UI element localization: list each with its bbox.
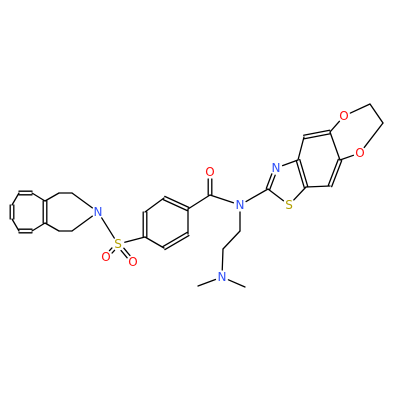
bond-a4-a5-b [331, 159, 343, 188]
bond-n_isoquinoline-s_sulfonyl [101, 217, 115, 239]
atom-label-o-sulfonyl-left: O [101, 250, 110, 264]
bond-a5-a6 [305, 185, 331, 188]
bond-b1-b2 [11, 192, 20, 206]
bond-s_sulfonyl-o_sulfonyl_left-b [111, 249, 116, 254]
bond-s_sulfonyl-o_sulfonyl_left-a [108, 247, 113, 252]
bond-a3-a4 [329, 131, 341, 161]
bond-d2-o_diox_bot [363, 122, 384, 149]
bond-p4-c_amide [187, 194, 211, 210]
bond-a4-a5-a [327, 158, 339, 187]
bond-b5-b6 [31, 222, 46, 232]
bond-e2-n_dimethyl [221, 248, 224, 271]
bond-n_amide-t2 [245, 188, 269, 203]
atom-label-o-sulfonyl-bot: O [128, 255, 137, 269]
bond-b4-c1 [44, 192, 60, 202]
atom-label-o-diox-top: O [339, 109, 348, 123]
bond-p5-p6-a [162, 231, 188, 248]
bond-p6-p1 [144, 236, 165, 249]
bond-p3-p4-a [162, 198, 188, 212]
bond-c4-b5 [44, 222, 60, 232]
bond-n_dimethyl-m2 [227, 279, 246, 288]
bond-p3-p4-b [164, 195, 190, 209]
bond-b3-b4 [31, 192, 46, 202]
bond-d1-d2 [369, 103, 384, 124]
atom-label-o-diox-bot: O [355, 146, 364, 160]
bond-s_thiazole-a6 [293, 186, 307, 201]
bond-o_diox_top-d1 [349, 103, 371, 114]
bond-s_sulfonyl-o_sulfonyl_bot-a [120, 249, 128, 259]
atom-label-o-carbonyl: O [205, 165, 214, 179]
bond-c_amide-n_amide [209, 194, 235, 204]
bond-a6-a1-a [299, 158, 309, 188]
bond-b7-b8 [11, 218, 20, 232]
bond-a2-a3-a [303, 133, 331, 140]
bond-p5-p6-b [164, 234, 190, 251]
atom-label-n-thiazole: N [272, 161, 281, 175]
bond-n_isoquinoline-c3 [71, 215, 93, 232]
atom-label-n-amide: N [236, 198, 245, 212]
bond-a4-o_diox_bot [339, 154, 355, 161]
bond-layer [9, 103, 384, 288]
bond-t2-n_thiazole-b [265, 173, 273, 190]
bond-a6-a1-b [295, 159, 305, 189]
bond-c2-n_isoquinoline [71, 192, 93, 209]
atom-label-s-thiazole: S [285, 198, 293, 212]
bond-a2-a3-b [303, 129, 331, 136]
bond-t2-n_thiazole-a [269, 174, 276, 191]
bond-p2-p3 [144, 197, 165, 213]
atom-label-n-isoquinoline: N [94, 205, 103, 219]
bond-s_sulfonyl-o_sulfonyl_bot-b [123, 247, 131, 257]
atom-label-s-sulfonyl: S [114, 237, 122, 251]
bond-n_thiazole-a1 [281, 159, 299, 167]
bond-a3-o_diox_top [329, 120, 341, 133]
atom-label-n-dimethyl: N [218, 270, 227, 284]
bond-a1-a2 [297, 136, 305, 161]
bond-t2-s_thiazole [267, 188, 285, 202]
bond-e1-e2 [222, 230, 241, 250]
bond-n_dimethyl-m1 [197, 278, 217, 287]
bond-s_sulfonyl-p1 [124, 236, 146, 243]
